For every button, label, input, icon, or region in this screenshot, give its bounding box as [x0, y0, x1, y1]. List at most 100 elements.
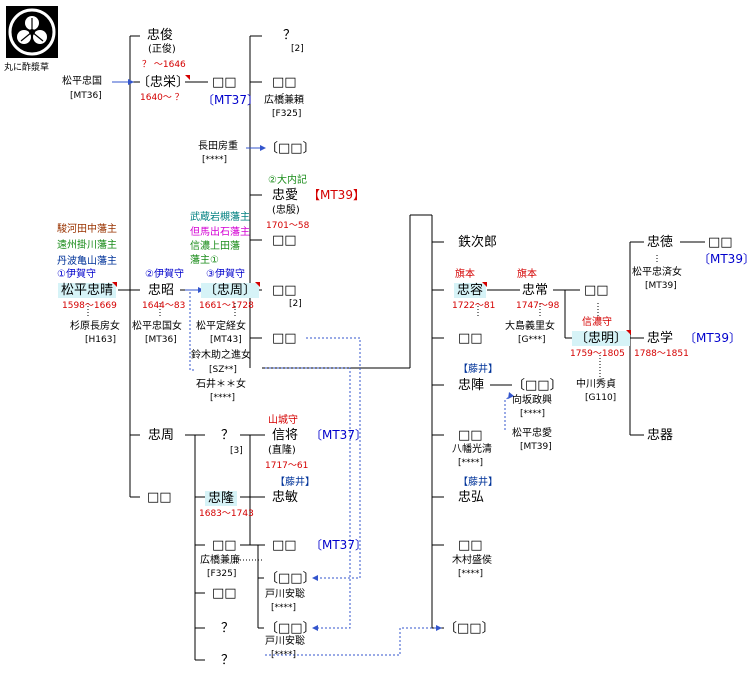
- spouse-tadatsune[interactable]: 大島義里女: [505, 321, 555, 332]
- person-box-a-c4[interactable]: 〔□□〕: [265, 141, 316, 156]
- ref-tadachika-spouse-2: [SZ**]: [209, 365, 237, 375]
- spouse-tadaharu[interactable]: 杉原長房女: [70, 321, 120, 332]
- person-tadachika-2[interactable]: 忠周: [148, 428, 175, 443]
- person-tadanori2[interactable]: 忠学: [647, 331, 674, 346]
- person-unk-a-c4[interactable]: □□: [272, 75, 297, 90]
- person-tadahide[interactable]: 〔忠栄〕: [137, 75, 191, 90]
- person-tadayoshi[interactable]: 忠愛: [272, 188, 299, 203]
- fief-3: 丹波亀山藩主: [57, 256, 117, 267]
- person-unk-c-c5[interactable]: □□: [458, 538, 483, 553]
- person-matsudaira-tadakuni[interactable]: 松平忠国: [62, 76, 102, 87]
- title-iga-3: ③伊賀守: [206, 269, 245, 280]
- years-tadataka: 1683〜1743: [199, 509, 254, 519]
- label-fujii-c5-1: 【藤井】: [458, 364, 498, 375]
- ref-unk-a-c4: [F325]: [272, 109, 302, 119]
- title-hatamoto-c6: 旗本: [517, 269, 537, 280]
- title-yamashiro: 山城守: [268, 415, 298, 426]
- ref-box-b-c4: [****]: [271, 603, 297, 613]
- person-unknown-c3[interactable]: □□: [212, 75, 237, 90]
- spouse-unk-a-c4[interactable]: 広橋兼頼: [264, 95, 304, 106]
- person-box-b-c4[interactable]: 〔□□〕: [265, 571, 316, 586]
- spouse-tadachika-2[interactable]: 鈴木助之進女: [191, 350, 251, 361]
- ref-tadakuni: [MT36]: [70, 91, 102, 101]
- person-unk-c7[interactable]: □□: [584, 283, 609, 298]
- ref-tadatsune-spouse: [G***]: [518, 335, 546, 345]
- fief-c3-1: 武蔵岩槻藩主: [190, 212, 250, 223]
- ref-tadanori-spouse: [MT39]: [645, 281, 677, 291]
- person-box-c-c4[interactable]: 〔□□〕: [265, 621, 316, 636]
- person-q2-c3[interactable]: ？: [221, 653, 235, 668]
- spouse-tadanori[interactable]: 松平忠済女: [632, 267, 682, 278]
- person-box-c6[interactable]: 〔□□〕: [512, 378, 563, 393]
- person-unk-c8[interactable]: □□: [708, 235, 733, 250]
- person-tadanori[interactable]: 忠徳: [647, 235, 674, 250]
- spouse-unk-c-c5[interactable]: 木村盛侯: [452, 555, 492, 566]
- ref-unk-c-c5: [****]: [458, 569, 484, 579]
- person-tadaharu[interactable]: 松平忠晴: [58, 282, 118, 298]
- person-unknown-q[interactable]: ？: [221, 428, 235, 443]
- spouse-box-c6[interactable]: 向坂政興: [512, 395, 552, 406]
- spouse-tadachika-3[interactable]: 石井＊＊女: [196, 379, 246, 390]
- spouse-box-c-c4[interactable]: 戸川安聡: [265, 636, 305, 647]
- person-tadatoshi2[interactable]: 忠敏: [272, 490, 299, 505]
- person-unk-b-c4[interactable]: □□: [272, 233, 297, 248]
- person-tadataka[interactable]: 忠隆: [205, 491, 238, 506]
- person-box-c5[interactable]: 〔□□〕: [444, 621, 495, 636]
- spouse-tadaakira[interactable]: 中川秀貞: [576, 379, 616, 390]
- spouse-box-b-c4[interactable]: 戸川安聡: [265, 589, 305, 600]
- person-unk-d-c4[interactable]: □□: [272, 331, 297, 346]
- ref-nagata: [****]: [202, 155, 228, 165]
- person-q-top[interactable]: ？: [283, 28, 297, 43]
- person-unk-c-c4[interactable]: □□: [272, 283, 297, 298]
- person-unk-e-c4[interactable]: □□: [272, 538, 297, 553]
- ref-hashiba-spouse: [F325]: [207, 569, 237, 579]
- person-q1-c3[interactable]: ？: [221, 621, 235, 636]
- spouse-tadachika-1[interactable]: 松平定経女: [196, 321, 246, 332]
- spouse-unk-b-c5[interactable]: 八幡光清: [452, 444, 492, 455]
- person-tadaaki[interactable]: 忠昭: [148, 283, 175, 298]
- fief-2: 遠州掛川藩主: [57, 240, 117, 251]
- person-tadaki[interactable]: 忠器: [647, 428, 674, 443]
- person-tadaakira[interactable]: 〔忠明〕: [572, 330, 632, 346]
- spouse2-c6[interactable]: 松平忠愛: [512, 428, 552, 439]
- years-tadaakira: 1759〜1805: [570, 349, 625, 359]
- label-fujii-c4: 【藤井】: [275, 477, 315, 488]
- years-tadanori2: 1788〜1851: [634, 349, 689, 359]
- fief-c3-3: 信濃上田藩: [190, 241, 240, 252]
- fief-c3-4: 藩主①: [190, 255, 219, 266]
- years-tadahide: 1640〜 ？: [140, 93, 184, 103]
- person-tadachika[interactable]: 〔忠周〕: [201, 282, 261, 298]
- crest-caption: 丸に酢漿草: [4, 63, 50, 73]
- person-tadatsune[interactable]: 忠常: [522, 283, 549, 298]
- person-tadatoshi[interactable]: 忠俊: [147, 28, 174, 43]
- title-shinano: 信濃守: [582, 317, 612, 328]
- person-unk-b-c5[interactable]: □□: [458, 428, 483, 443]
- person-tadakata[interactable]: 忠容: [454, 282, 488, 298]
- ref-spouse2-c6: [MT39]: [520, 442, 552, 452]
- ref-box-c-c4: [****]: [271, 650, 297, 660]
- years-nobuyuki: 1717〜61: [265, 461, 309, 471]
- ref-tadaharu-spouse: [H163]: [85, 335, 116, 345]
- years-tadayoshi: 1701〜58: [266, 221, 310, 231]
- person-tadatsura[interactable]: 忠陣: [458, 378, 485, 393]
- fief-c3-2: 但馬出石藩主: [190, 227, 250, 238]
- years-tadatsune: 1747〜98: [516, 301, 560, 311]
- ref-unknown-q: [3]: [230, 446, 243, 456]
- mt-unknown-c3: 〔MT37〕: [202, 93, 259, 107]
- person-nagata[interactable]: 長田房重: [198, 141, 238, 152]
- spouse-tadaaki[interactable]: 松平忠国女: [132, 321, 182, 332]
- years-tadakata: 1722〜81: [452, 301, 496, 311]
- years-tadaaki: 1644〜83: [142, 301, 186, 311]
- person-unk-a-c5[interactable]: □□: [458, 331, 483, 346]
- person-tadahiro[interactable]: 忠弘: [458, 490, 485, 505]
- person-hashiba[interactable]: □□: [212, 538, 237, 553]
- alias-tadatoshi: (正俊): [148, 44, 176, 55]
- person-tetsujiro[interactable]: 鉄次郎: [458, 235, 498, 250]
- person-nobuyuki[interactable]: 信将: [272, 428, 299, 443]
- person-empty-c3[interactable]: □□: [212, 586, 237, 601]
- person-unknown-col2[interactable]: □□: [147, 490, 172, 505]
- spouse-hashiba[interactable]: 広橋兼廉: [200, 555, 240, 566]
- ref-q-top: [2]: [291, 44, 304, 54]
- fief-1: 駿河田中藩主: [57, 224, 117, 235]
